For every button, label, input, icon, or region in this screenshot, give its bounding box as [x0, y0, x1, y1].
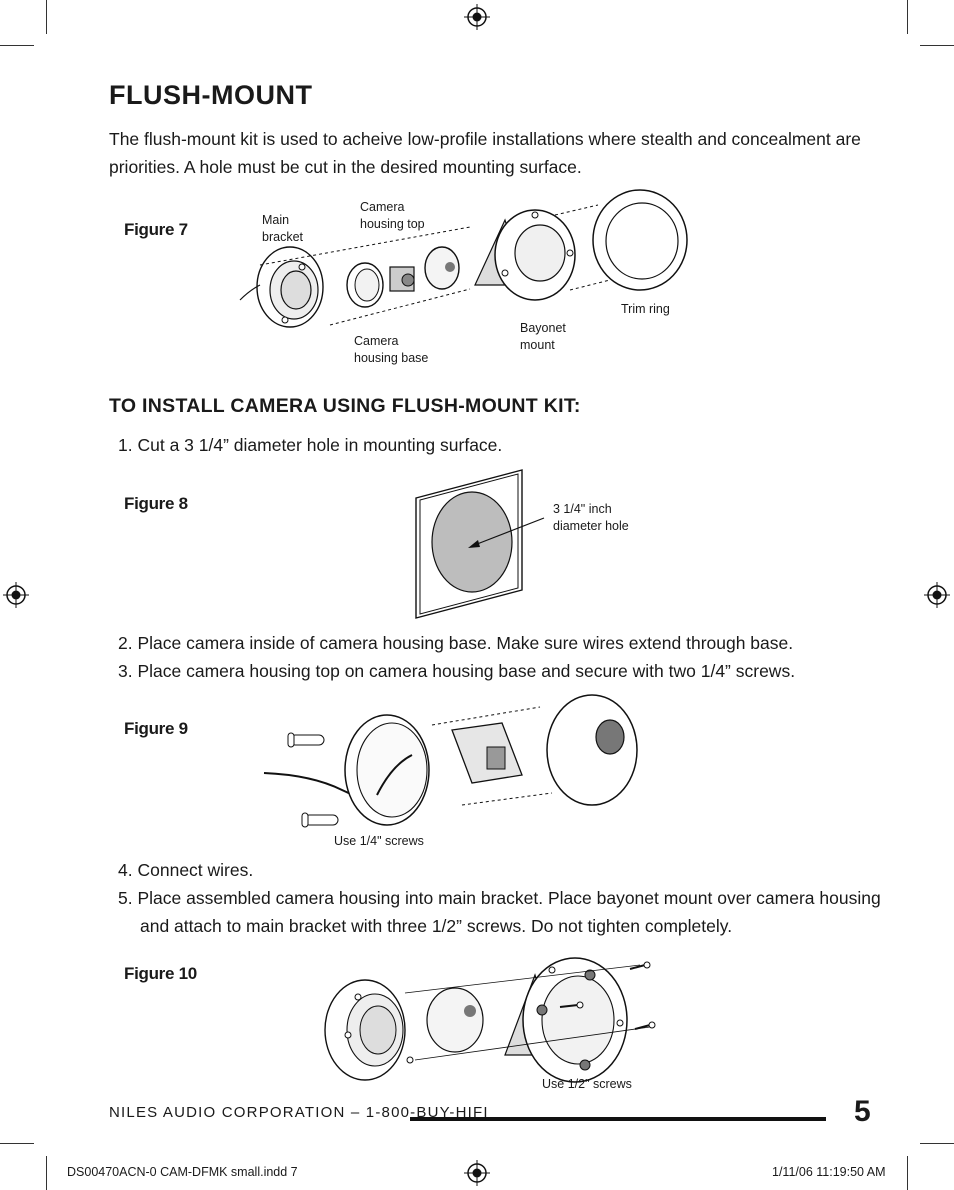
crop-mark [907, 0, 908, 34]
step-number: 2. [118, 633, 133, 653]
crop-mark [46, 1156, 47, 1190]
figure-9-label: Figure 9 [124, 719, 188, 738]
slug-file: DS00470ACN-0 CAM-DFMK small.indd 7 [67, 1165, 298, 1179]
callout-quarter-inch-screws: Use 1/4" screws [334, 834, 424, 848]
callout-hole: 3 1/4" inch diameter hole [553, 501, 629, 535]
callout-line: Camera [360, 200, 405, 214]
registration-mark-icon [464, 1160, 490, 1186]
step-2: 2. Place camera inside of camera housing… [118, 629, 793, 657]
intro-paragraph: The flush-mount kit is used to acheive l… [109, 129, 861, 177]
screw-icon [629, 961, 651, 970]
callout-line: Main [262, 213, 290, 227]
step-number: 4. [118, 860, 133, 880]
section-title: TO INSTALL CAMERA USING FLUSH-MOUNT KIT: [109, 395, 581, 417]
crop-mark [0, 1143, 34, 1144]
step-text: Cut a 3 1/4” diameter hole in mounting s… [137, 435, 503, 455]
figure-8-label: Figure 8 [124, 494, 188, 513]
registration-mark-icon [924, 582, 950, 608]
callout-line: housing top [360, 217, 425, 231]
callout-half-inch-screws: Use 1/2" screws [542, 1077, 632, 1091]
screw-icon [301, 812, 339, 828]
step-number: 5. [118, 888, 133, 908]
figure-10-label: Figure 10 [124, 964, 197, 983]
step-1: 1. Cut a 3 1/4” diameter hole in mountin… [118, 431, 502, 459]
step-text: Place camera housing top on camera housi… [137, 661, 796, 681]
step-5-continued: and attach to main bracket with three 1/… [140, 916, 733, 936]
callout-line: Bayonet [520, 321, 566, 335]
crop-mark [907, 1156, 908, 1190]
crop-mark [46, 0, 47, 34]
figure-7-label: Figure 7 [124, 220, 188, 239]
camera-module-icon [389, 266, 415, 292]
figure-8-mounting-surface-diagram [415, 469, 545, 619]
page-number: 5 [854, 1095, 871, 1128]
figure-10-bayonet-assembly-diagram [324, 957, 656, 1083]
screw-icon [559, 1001, 584, 1009]
page-title: FLUSH-MOUNT [109, 80, 313, 110]
footer-company: NILES AUDIO CORPORATION – 1-800-BUY-HIFI [109, 1104, 489, 1121]
callout-main-bracket: Main bracket [262, 212, 303, 246]
callout-line: 3 1/4" inch [553, 502, 612, 516]
step-3: 3. Place camera housing top on camera ho… [118, 657, 795, 685]
callout-housing-base: Camera housing base [354, 333, 428, 367]
slug-date: 1/11/06 11:19:50 AM [772, 1165, 886, 1179]
callout-line: bracket [262, 230, 303, 244]
callout-line: Camera [354, 334, 399, 348]
step-text: Place camera inside of camera housing ba… [137, 633, 794, 653]
screw-icon [634, 1021, 656, 1030]
screw-icon [287, 732, 325, 748]
registration-mark-icon [464, 4, 490, 30]
figure-9-housing-assembly-diagram [263, 694, 638, 828]
callout-trim-ring: Trim ring [621, 302, 670, 316]
callout-bayonet-mount: Bayonet mount [520, 320, 566, 354]
callout-line: mount [520, 338, 555, 352]
crop-mark [920, 1143, 954, 1144]
callout-housing-top: Camera housing top [360, 199, 425, 233]
step-text: Place assembled camera housing into main… [137, 888, 881, 908]
step-number: 1. [118, 435, 133, 455]
figure-7-exploded-diagram [239, 189, 688, 328]
step-text: Connect wires. [137, 860, 254, 880]
step-number: 3. [118, 661, 133, 681]
camera-housing-base-icon [346, 262, 384, 308]
bayonet-mount-icon [474, 209, 576, 301]
registration-mark-icon [3, 582, 29, 608]
callout-line: diameter hole [553, 519, 629, 533]
step-4: 4. Connect wires. [118, 856, 253, 884]
footer-rule [410, 1117, 826, 1121]
crop-mark [0, 45, 34, 46]
crop-mark [920, 45, 954, 46]
trim-ring-icon [592, 189, 688, 291]
camera-housing-top-icon [424, 246, 460, 290]
main-bracket-icon [239, 246, 324, 328]
callout-line: housing base [354, 351, 429, 365]
step-5: 5. Place assembled camera housing into m… [118, 884, 898, 912]
